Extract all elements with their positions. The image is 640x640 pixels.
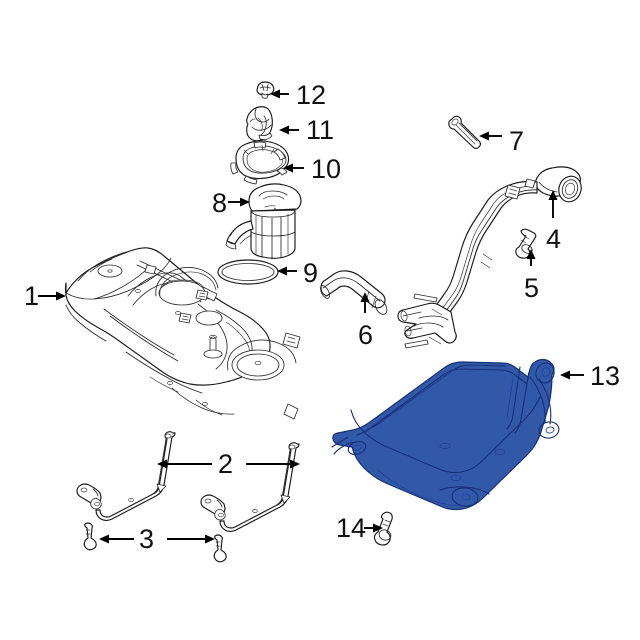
callout-arrows bbox=[38, 89, 584, 544]
part-8-fuel-pump-module[interactable] bbox=[225, 183, 302, 260]
callout-label-3[interactable]: 3 bbox=[139, 524, 155, 554]
callout-label-2[interactable]: 2 bbox=[218, 449, 234, 479]
part-6-filler-hose[interactable] bbox=[319, 270, 390, 317]
part-1-fuel-tank[interactable] bbox=[64, 247, 301, 420]
part-4-filler-neck-assembly[interactable] bbox=[397, 166, 584, 349]
part-10-lock-ring[interactable] bbox=[230, 140, 290, 185]
callout-label-8[interactable]: 8 bbox=[212, 188, 228, 218]
part-11-pump-bracket[interactable] bbox=[246, 106, 273, 142]
callout-label-1[interactable]: 1 bbox=[24, 281, 40, 311]
callout-label-7[interactable]: 7 bbox=[509, 126, 525, 156]
callout-label-10[interactable]: 10 bbox=[311, 154, 342, 184]
part-2-fuel-tank-straps[interactable] bbox=[76, 431, 300, 533]
callout-label-13[interactable]: 13 bbox=[590, 361, 621, 391]
callout-label-12[interactable]: 12 bbox=[296, 80, 327, 110]
callout-label-5[interactable]: 5 bbox=[524, 273, 540, 303]
part-9-seal-ring[interactable] bbox=[217, 259, 279, 285]
callout-label-4[interactable]: 4 bbox=[546, 224, 562, 254]
callout-label-6[interactable]: 6 bbox=[358, 320, 374, 350]
callout-label-11[interactable]: 11 bbox=[306, 115, 335, 145]
part-3-strap-bolts[interactable] bbox=[83, 522, 227, 563]
part-12-retainer-nut[interactable] bbox=[256, 81, 275, 99]
part-5-filler-neck-bolt[interactable] bbox=[515, 228, 537, 259]
part-7-vent-tube[interactable] bbox=[448, 115, 482, 150]
callout-label-9[interactable]: 9 bbox=[303, 258, 319, 288]
part-14-shield-bolt[interactable] bbox=[373, 511, 393, 546]
part-13-fuel-tank-shield[interactable] bbox=[331, 358, 560, 511]
callout-label-14[interactable]: 14 bbox=[336, 513, 367, 543]
